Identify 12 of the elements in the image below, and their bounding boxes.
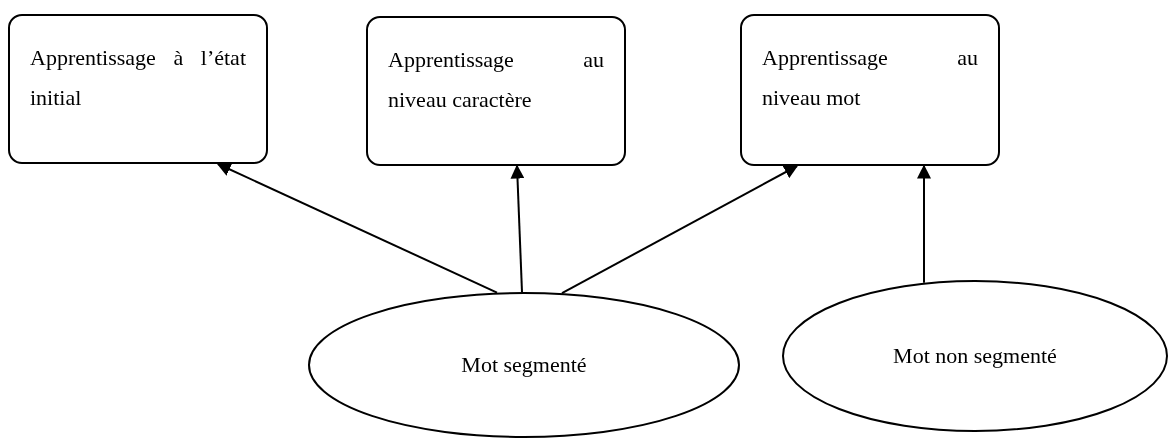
- arrow: [216, 162, 498, 294]
- node-label: Apprentissage au niveau caractère: [388, 46, 604, 114]
- arrow: [510, 164, 525, 293]
- arrow: [917, 164, 931, 284]
- node-label: Apprentissage au niveau mot: [762, 44, 978, 112]
- process-box: [366, 16, 626, 166]
- arrow: [561, 165, 799, 295]
- node-label: Apprentissage à l’état initial: [30, 44, 246, 112]
- process-box: [740, 14, 1000, 166]
- node-label: Mot segmenté: [461, 351, 587, 379]
- node-label: Mot non segmenté: [893, 342, 1057, 370]
- process-box: [8, 14, 268, 164]
